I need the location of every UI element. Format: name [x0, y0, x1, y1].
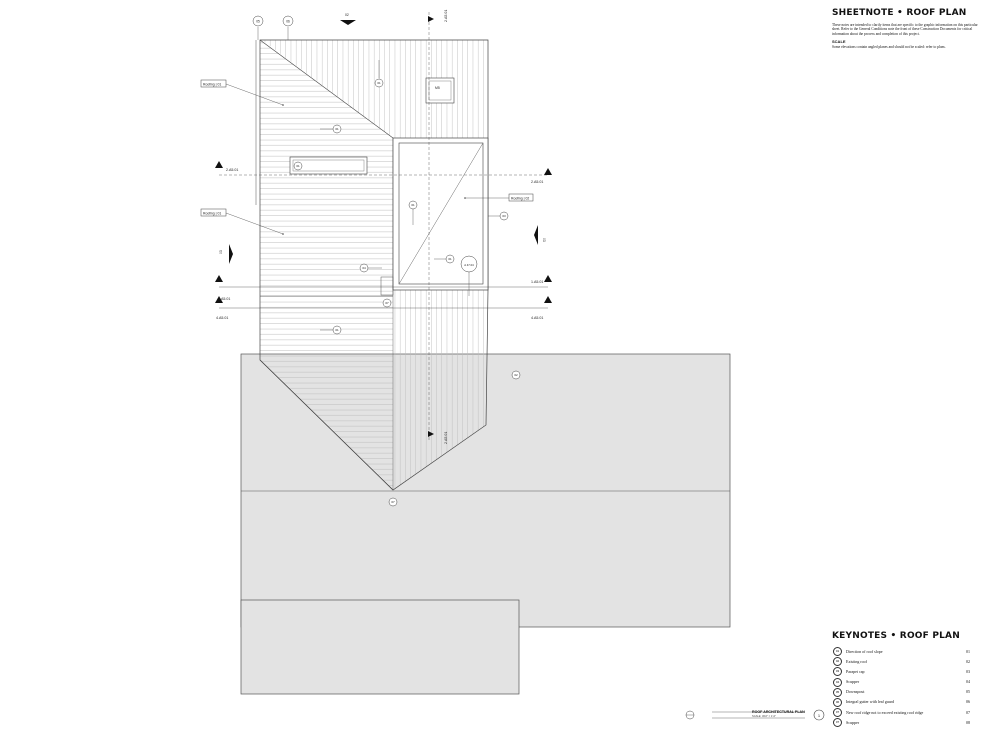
keynote-number: 03: [833, 667, 842, 677]
keynote-ref: 02: [966, 658, 970, 664]
arrow-right-label: 03: [542, 238, 546, 242]
keynote-row: 02 Existing roof 02: [832, 656, 982, 667]
grid-bubble-05: 05: [256, 20, 260, 24]
keynote-ref: 07: [966, 709, 970, 715]
grid-bubble-06: 06: [286, 20, 290, 24]
scale-text: Some elevations contain angled planes an…: [832, 44, 946, 49]
keynote-number: 04: [833, 677, 842, 687]
sheet-title: ROOF ARCHITECTURAL PLAN: [752, 710, 805, 714]
keynote-number: 01: [833, 647, 842, 656]
section-top-label: 2.A5.01: [444, 10, 448, 22]
scale-heading: SCALE: [832, 38, 846, 44]
sheetnote-text: These notes are intended to clarify item…: [832, 23, 978, 36]
plan-key-5: 01: [448, 257, 452, 261]
keynote-text: Downspout: [846, 689, 865, 695]
section-bottom-label: 2.A5.01: [444, 432, 448, 444]
sheet-number: 1: [818, 713, 821, 718]
keynote-row: 06 Integral gutter with leaf guard 06: [832, 697, 982, 707]
keynote-ref: 08: [966, 719, 970, 725]
keynote-text: Integral gutter with leaf guard: [846, 699, 894, 705]
plan-key-10: 07: [391, 500, 395, 504]
keynote-number: 06: [833, 697, 842, 707]
plan-key-2: 01: [335, 127, 339, 131]
plan-key-4: 01: [411, 203, 415, 207]
keynote-number: 07: [833, 708, 842, 718]
keynote-ref: 03: [966, 668, 970, 674]
keynotes-title: KEYNOTES • ROOF PLAN: [832, 631, 960, 641]
roofing-tag-b: Roofing | 01: [203, 212, 221, 216]
keynote-row: 07 New roof ridge not to exceed existing …: [832, 707, 982, 718]
keynote-text: Scupper: [846, 719, 860, 725]
detail-tag: A 47.04: [464, 263, 474, 267]
sheet-subtitle: SCALE: 3/16" = 1'-0": [752, 715, 777, 718]
plan-key-7: 07: [385, 301, 389, 305]
keynote-row: 05 Downspout 05: [832, 687, 982, 697]
keynote-ref: 04: [966, 679, 970, 685]
keynote-text: Existing roof: [846, 658, 867, 664]
plan-key-6: 04: [362, 266, 366, 270]
elev-right-a-label: 2.A5.01: [531, 180, 543, 184]
elev-right-b-label: 1.A5.01: [531, 280, 543, 284]
plan-key-9: 02: [514, 373, 518, 377]
elev-right-c-label: 4.A5.01: [531, 316, 543, 320]
keynote-ref: 01: [966, 648, 970, 654]
elev-left-b-label: 1.A5.01: [218, 297, 230, 301]
keynote-row: 04 Scupper 04: [832, 677, 982, 687]
keynote-number: 02: [833, 657, 842, 667]
keynote-text: Parapet cap: [846, 668, 865, 674]
keynote-ref: 06: [966, 699, 970, 705]
roofing-tag-a: Roofing | 01: [203, 83, 221, 87]
elevation-markers: [215, 16, 552, 437]
plan-key-3: 01: [296, 164, 300, 168]
elev-left-c-label: 4.A5.01: [216, 316, 228, 320]
keynote-row: 03 Parapet cap 03: [832, 666, 982, 677]
keynote-row: 07 Scupper 08: [832, 717, 982, 728]
keynote-number: 05: [833, 687, 842, 697]
plan-key-1: 01: [377, 81, 381, 85]
keynote-text: Direction of roof slope: [846, 648, 883, 654]
sheetnote-panel: SHEETNOTE • ROOF PLAN These notes are in…: [832, 8, 982, 49]
plan-keynote-bubbles: 01 01 01 01 01 04 07 03 02 07 01 A 47.04: [293, 60, 521, 507]
keynote-ref: 05: [966, 689, 970, 695]
plan-key-8: 03: [502, 214, 506, 218]
elev-left-a-label: 2.A5.01: [226, 168, 238, 172]
keynote-text: New roof ridge not to exceed existing ro…: [846, 709, 924, 715]
skylight-tag: M5: [435, 86, 440, 90]
sheet-marker: 1: [685, 709, 825, 721]
keynotes-panel: KEYNOTES • ROOF PLAN 01 Direction of roof…: [832, 631, 982, 728]
new-roof: [255, 39, 489, 491]
keynote-row: 01 Direction of roof slope 01: [832, 646, 982, 656]
keynote-number: 07: [833, 718, 842, 728]
plan-key-11: 01: [335, 328, 339, 332]
roofing-tag-c: Roofing | 02: [511, 197, 529, 201]
arrow-left-label: 03: [219, 250, 223, 254]
arrow-top-label: 02: [345, 13, 349, 17]
grid-bubbles: 05 06: [252, 15, 294, 27]
sheetnote-title: SHEETNOTE • ROOF PLAN: [832, 8, 967, 18]
roofing-tags: Roofing | 01 Roofing | 01 Roofing | 02: [200, 79, 534, 235]
keynote-text: Scupper: [846, 679, 860, 685]
reference-lines: [219, 12, 548, 440]
